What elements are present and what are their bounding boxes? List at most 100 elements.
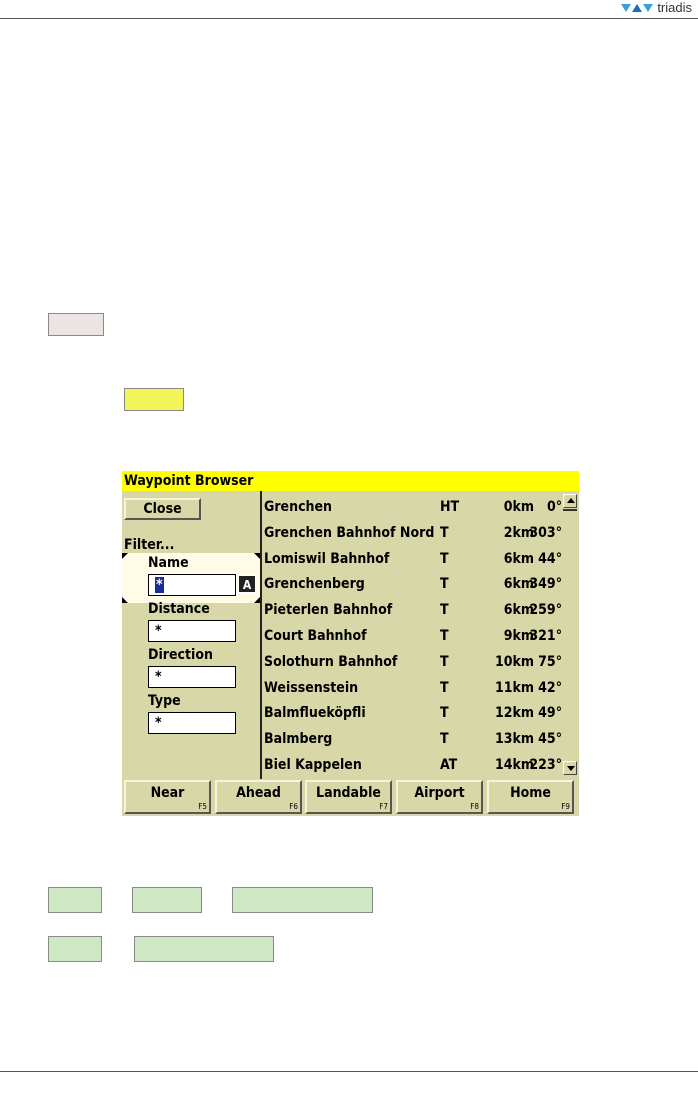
direction-label: Direction <box>148 647 213 663</box>
waypoint-distance: 10km <box>494 653 534 670</box>
waypoint-browser-window: Waypoint Browser Close Filter... Name * … <box>122 471 579 816</box>
button-label: Near <box>150 785 185 801</box>
brand-logo: triadis <box>621 0 692 15</box>
waypoint-distance: 6km <box>503 576 534 593</box>
waypoint-type: T <box>440 524 449 541</box>
button-label: Airport <box>414 785 465 801</box>
waypoint-distance: 14km <box>494 757 534 773</box>
waypoint-type: T <box>440 731 449 748</box>
arrow-up-icon <box>567 498 575 503</box>
waypoint-type: T <box>440 550 449 567</box>
waypoint-bearing: 259° <box>529 602 562 619</box>
waypoint-distance: 6km <box>503 550 534 567</box>
waypoint-name: Weissenstein <box>264 679 359 696</box>
waypoint-name: Lomiswil Bahnhof <box>264 550 390 567</box>
waypoint-type: T <box>440 679 449 696</box>
waypoint-bearing: 45° <box>538 731 562 748</box>
green-box-1 <box>48 887 102 913</box>
waypoint-distance: 9km <box>503 628 534 644</box>
name-input[interactable]: * <box>148 574 236 596</box>
button-label: Landable <box>316 785 381 801</box>
header-rule <box>0 18 698 19</box>
waypoint-bearing: 49° <box>538 705 562 722</box>
waypoint-bearing: 321° <box>529 628 562 644</box>
waypoint-type: HT <box>440 499 460 515</box>
button-label: Home <box>510 785 551 801</box>
scroll-thumb[interactable] <box>563 509 577 511</box>
waypoint-type: AT <box>440 757 458 773</box>
green-box-5 <box>134 936 274 962</box>
waypoint-distance: 0km <box>503 499 534 515</box>
type-label: Type <box>148 693 181 709</box>
waypoint-distance: 2km <box>503 524 534 541</box>
gray-box <box>48 313 104 336</box>
filter-label: Filter... <box>124 537 175 553</box>
direction-input[interactable]: * <box>148 666 236 688</box>
waypoint-name: Balmflueköpfli <box>264 705 366 722</box>
waypoint-bearing: 349° <box>529 576 562 593</box>
scroll-up-button[interactable] <box>563 494 577 508</box>
waypoint-type: T <box>440 576 449 593</box>
function-key-label: F7 <box>379 802 388 811</box>
waypoint-name: Court Bahnhof <box>264 628 367 644</box>
waypoint-bearing: 44° <box>538 550 562 567</box>
waypoint-name: Solothurn Bahnhof <box>264 653 398 670</box>
name-label: Name <box>148 555 189 571</box>
triadis-logo-icon <box>621 3 654 12</box>
distance-label: Distance <box>148 601 210 617</box>
function-key-label: F6 <box>289 802 298 811</box>
close-button[interactable]: Close <box>124 498 201 520</box>
waypoint-bearing: 0° <box>546 499 562 515</box>
type-input[interactable]: * <box>148 712 236 734</box>
waypoint-name: Grenchenberg <box>264 576 365 593</box>
function-key-label: F5 <box>198 802 207 811</box>
waypoint-distance: 13km <box>494 731 534 748</box>
waypoint-distance: 6km <box>503 602 534 619</box>
waypoint-bearing: 303° <box>529 524 562 541</box>
waypoint-type: T <box>440 602 449 619</box>
yellow-box <box>124 388 184 411</box>
distance-input[interactable]: * <box>148 620 236 642</box>
green-box-4 <box>48 936 102 962</box>
waypoint-name: Biel Kappelen <box>264 757 362 773</box>
function-key-label: F9 <box>561 802 570 811</box>
waypoint-bearing: 223° <box>529 757 562 773</box>
footer-rule <box>0 1071 698 1072</box>
waypoint-bearing: 42° <box>538 679 562 696</box>
waypoint-type: T <box>440 628 449 644</box>
waypoint-name: Grenchen Bahnhof Nord <box>264 524 435 541</box>
function-key-label: F8 <box>470 802 479 811</box>
window-title: Waypoint Browser <box>122 471 579 491</box>
panel-divider <box>260 491 262 779</box>
waypoint-name: Pieterlen Bahnhof <box>264 602 393 619</box>
waypoint-distance: 12km <box>494 705 534 722</box>
waypoint-row[interactable]: Grenchen HT 0km 0° <box>264 494 564 520</box>
waypoint-type: T <box>440 653 449 670</box>
waypoint-name: Grenchen <box>264 499 333 515</box>
arrow-down-icon <box>567 766 575 771</box>
waypoint-bearing: 75° <box>538 653 562 670</box>
green-box-2 <box>132 887 202 913</box>
waypoint-distance: 11km <box>494 679 534 696</box>
scroll-down-button[interactable] <box>563 761 577 775</box>
green-box-3 <box>232 887 373 913</box>
waypoint-type: T <box>440 705 449 722</box>
button-label: Ahead <box>236 785 281 801</box>
keyboard-icon[interactable]: A <box>238 575 256 593</box>
brand-name: triadis <box>657 0 692 15</box>
